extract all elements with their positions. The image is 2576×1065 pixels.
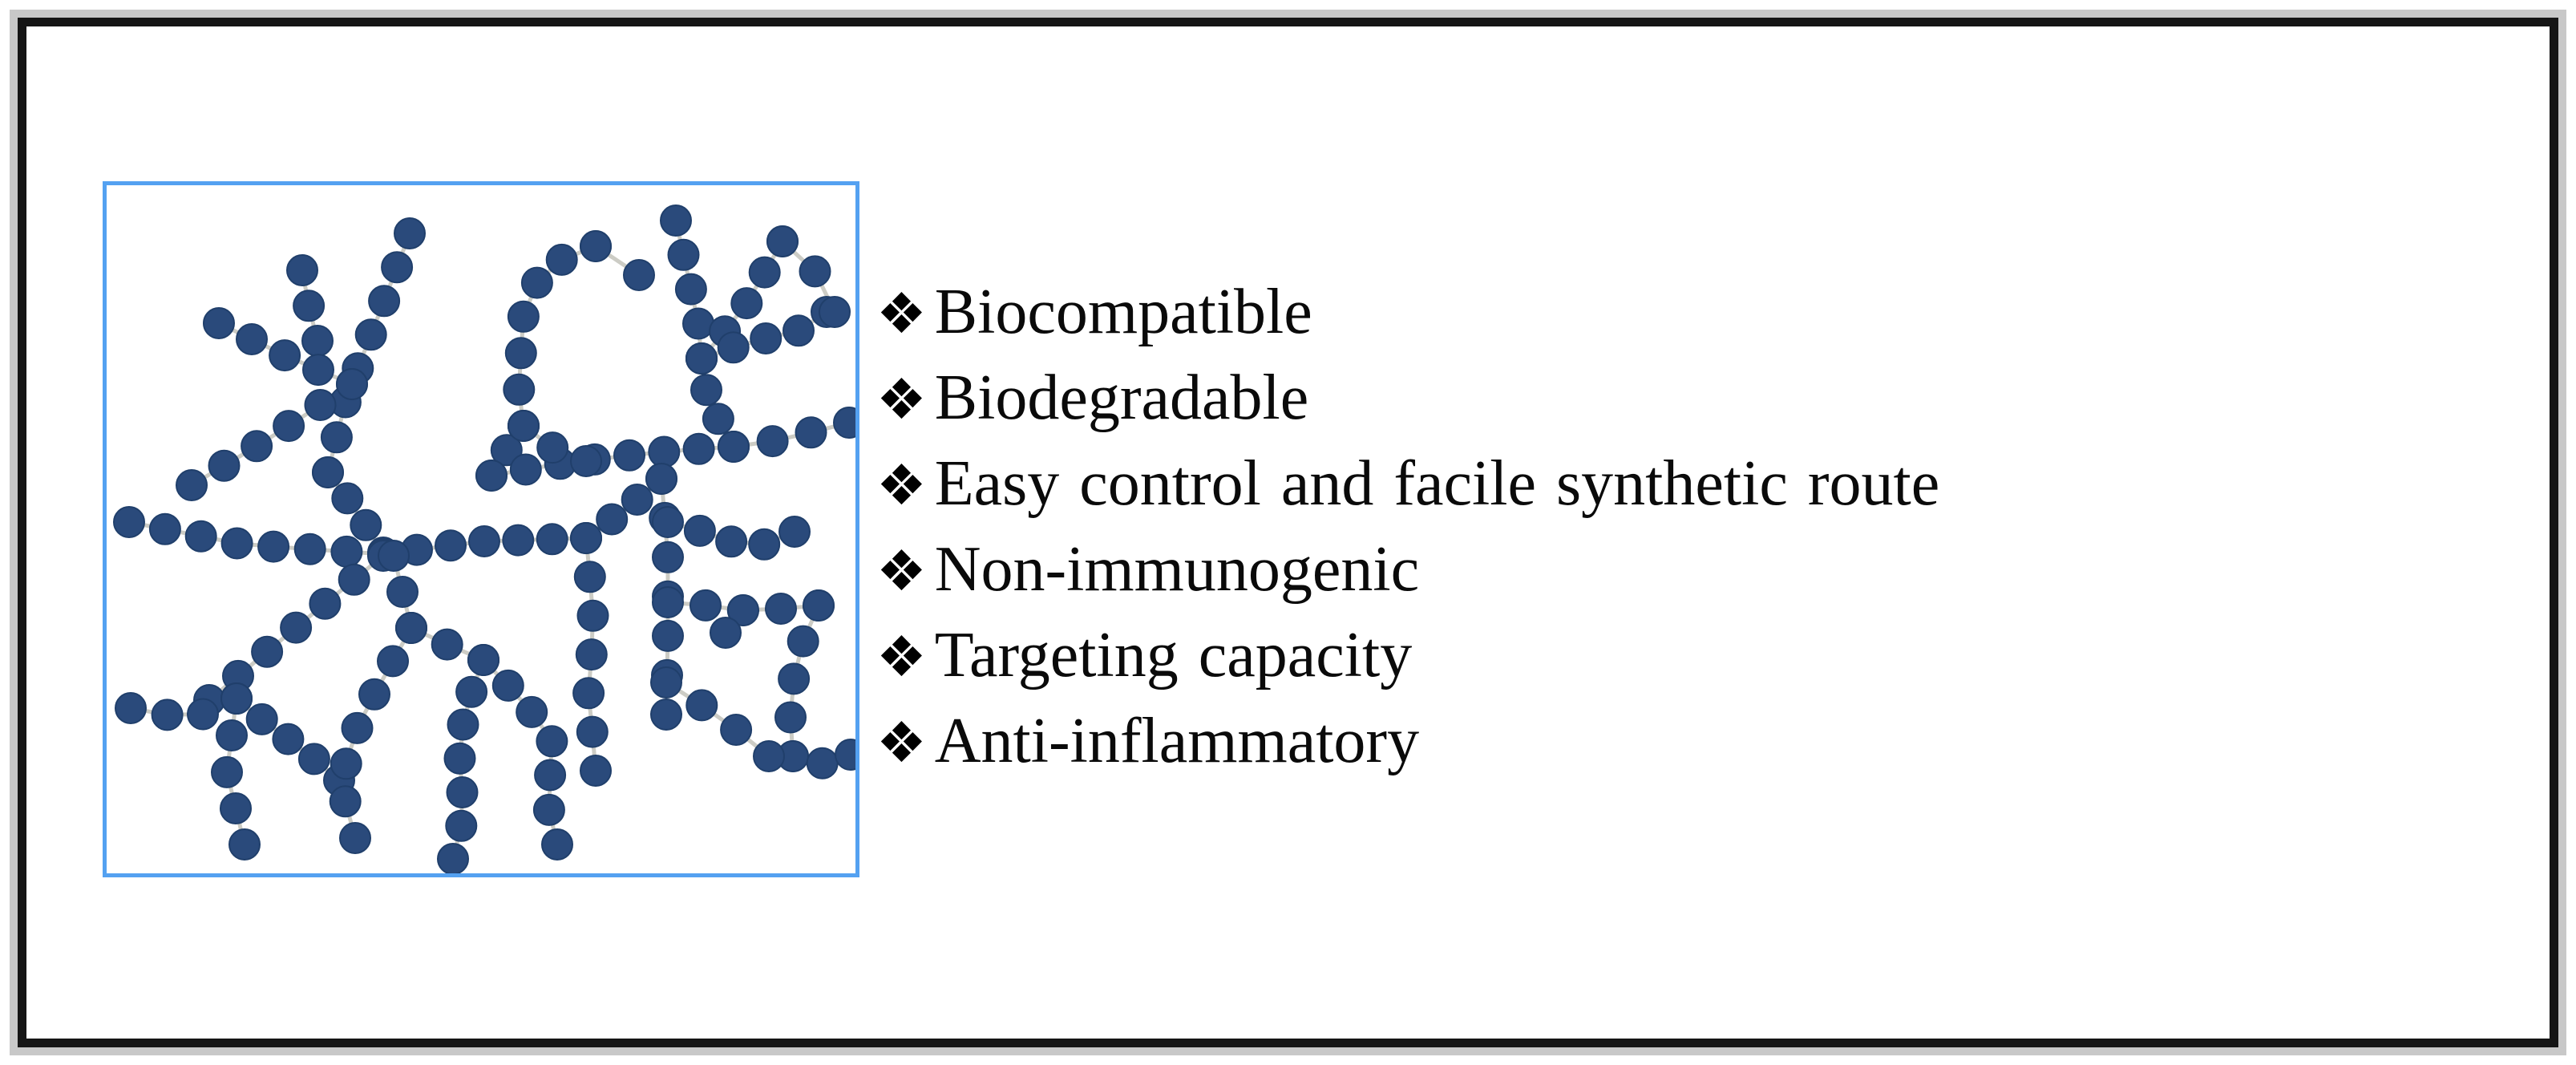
diamond-bullet-icon: ❖ (876, 366, 927, 432)
diamond-bullet-icon: ❖ (876, 452, 927, 518)
property-label: Biocompatible (934, 277, 1312, 347)
property-item: ❖Easy control and facile synthetic route (876, 441, 1939, 527)
property-item: ❖Targeting capacity (876, 613, 1939, 699)
diamond-bullet-icon: ❖ (876, 624, 927, 690)
property-label: Targeting capacity (934, 620, 1413, 690)
diamond-bullet-icon: ❖ (876, 538, 927, 604)
property-label: Anti-inflammatory (934, 706, 1420, 776)
property-label: Biodegradable (934, 362, 1309, 433)
monomer-dots (113, 204, 855, 873)
diamond-bullet-icon: ❖ (876, 281, 927, 346)
property-item: ❖Biocompatible (876, 269, 1939, 355)
property-item: ❖Biodegradable (876, 355, 1939, 441)
property-item: ❖Non-immunogenic (876, 527, 1939, 613)
figure-frame (18, 18, 2558, 1047)
property-label: Non-immunogenic (934, 534, 1420, 605)
branched-polymer-network (113, 204, 855, 873)
property-item: ❖Anti-inflammatory (876, 699, 1939, 784)
diamond-bullet-icon: ❖ (876, 710, 927, 775)
polymer-network-box (103, 181, 859, 877)
property-list: ❖Biocompatible❖Biodegradable❖Easy contro… (876, 269, 1939, 784)
property-label: Easy control and facile synthetic route (934, 448, 1940, 519)
